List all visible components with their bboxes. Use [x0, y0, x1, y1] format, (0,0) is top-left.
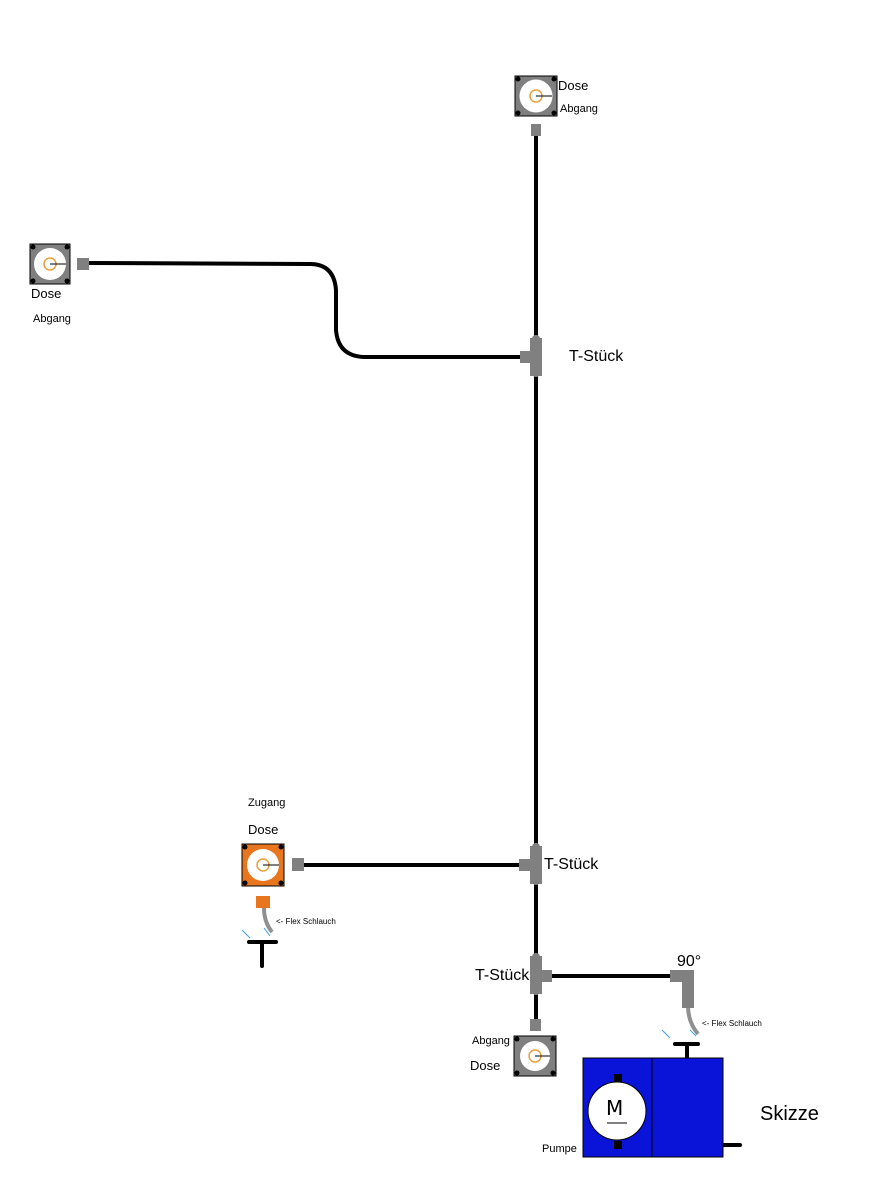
skizze-title: Skizze [760, 1103, 819, 1125]
left-dose-label: Dose [31, 286, 62, 301]
elbow-90-fitting [670, 970, 694, 1008]
tee-fitting-lower [530, 953, 552, 995]
zugang-dose-label: Dose [248, 822, 279, 837]
tee-upper-label: T-Stück [569, 348, 624, 365]
top-abgang-label: Abgang [560, 103, 598, 115]
tee-lower-label: T-Stück [475, 967, 530, 984]
flex-hoses [262, 907, 700, 1036]
bottom-dose-label: Dose [470, 1058, 501, 1073]
flex-hose-left [262, 907, 274, 934]
tee-middle-label: T-Stück [544, 856, 599, 873]
left-abgang-label: Abgang [33, 313, 71, 325]
top-dose-label: Dose [558, 78, 589, 93]
pipe-network [86, 126, 742, 1147]
flex-accent-marks [241, 927, 697, 1039]
socket-zugang [241, 843, 304, 908]
socket-left [29, 243, 89, 285]
motor-symbol: M [606, 1096, 624, 1120]
pumpe-label: Pumpe [542, 1143, 577, 1155]
pipe-left-branch [86, 261, 528, 359]
tee-fitting-upper [520, 335, 542, 377]
angle-90-label: 90° [677, 953, 702, 970]
pump-unit [582, 1057, 724, 1158]
bottom-abgang-label: Abgang [472, 1035, 510, 1047]
socket-bottom [513, 1019, 557, 1077]
zugang-label: Zugang [248, 797, 286, 809]
socket-top [514, 75, 558, 136]
flex-right-label: <- Flex Schlauch [702, 1019, 762, 1028]
flex-hose-right [686, 1005, 700, 1036]
flex-left-label: <- Flex Schlauch [276, 917, 336, 926]
tee-fitting-middle [519, 843, 542, 885]
